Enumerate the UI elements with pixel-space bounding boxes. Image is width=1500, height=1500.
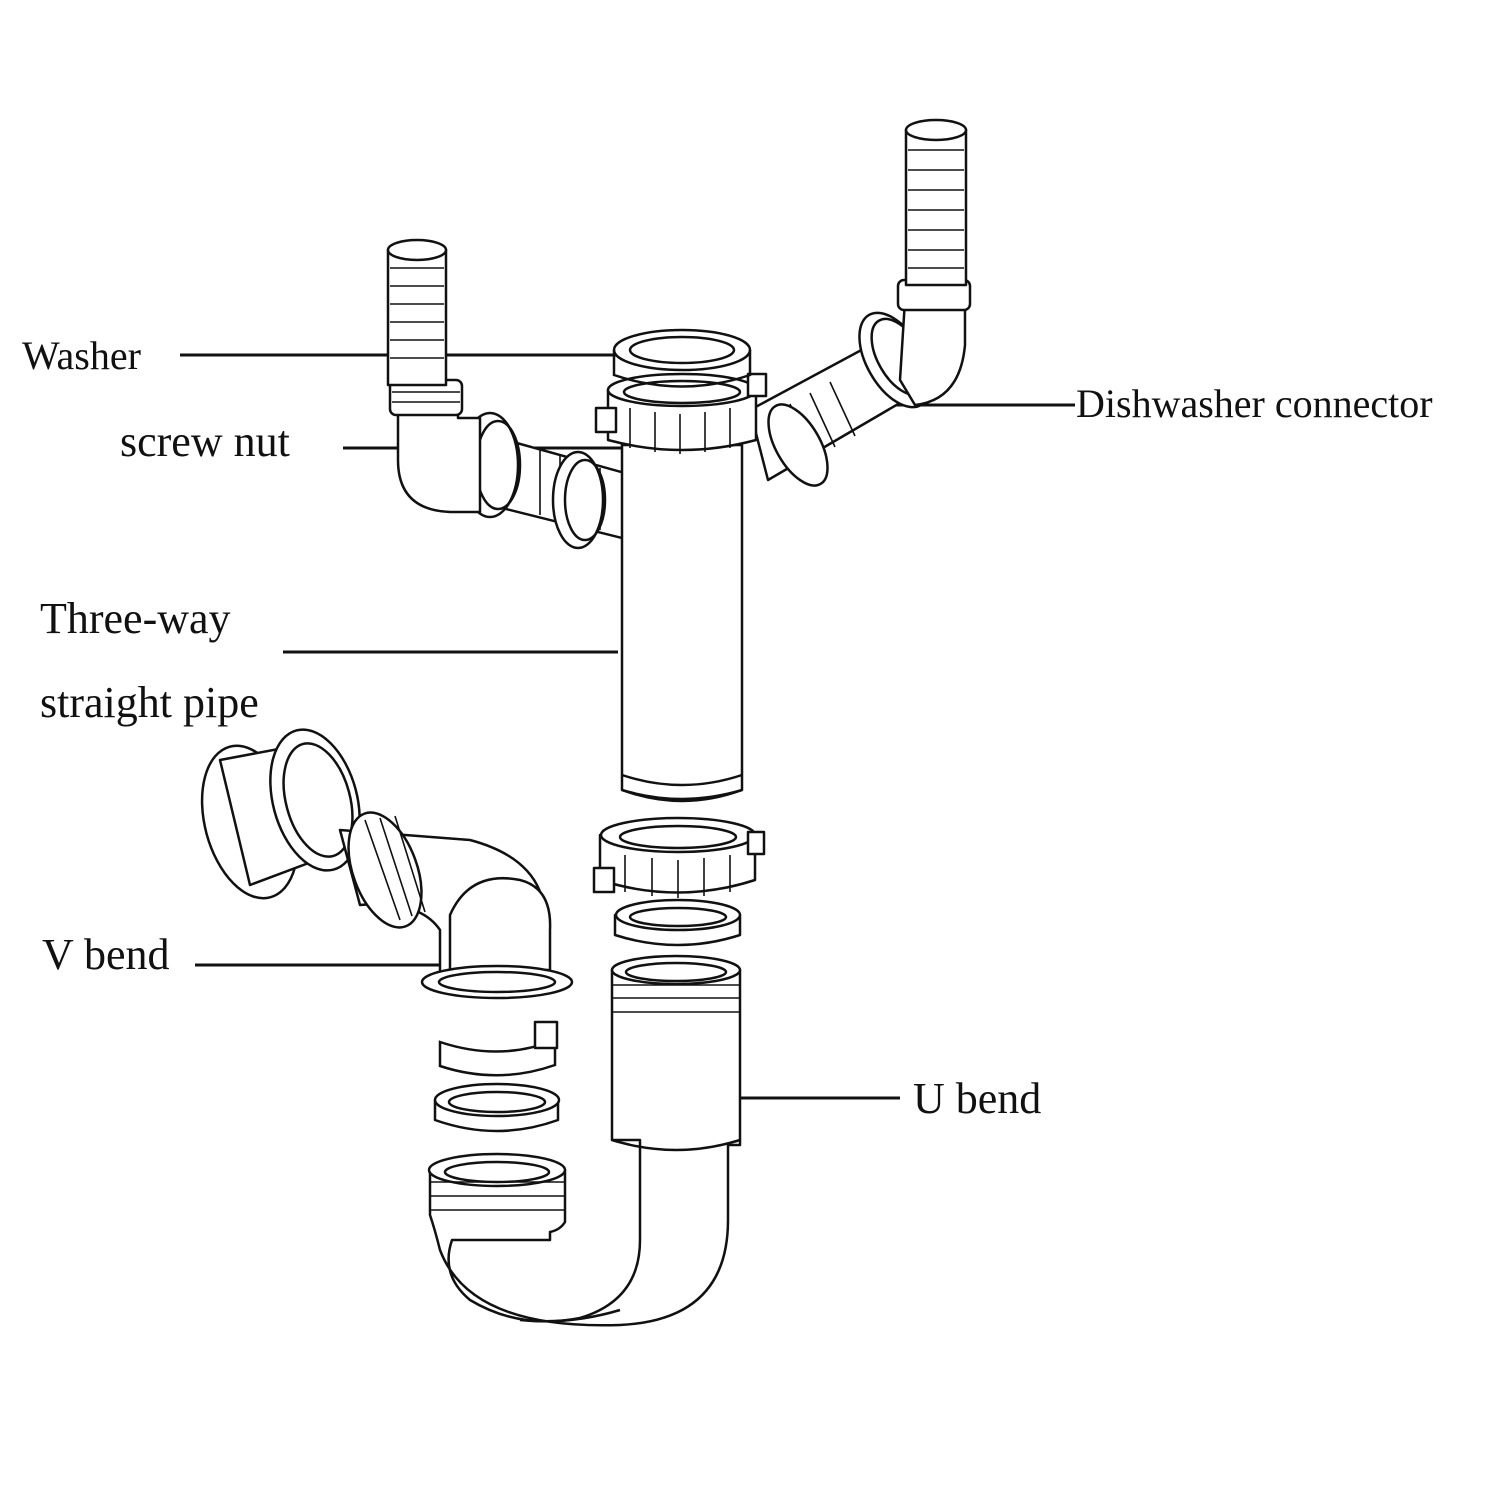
label-u-bend: U bend xyxy=(913,1074,1042,1123)
label-dishwasher-connector: Dishwasher connector xyxy=(1076,381,1433,426)
dishwasher-connector-part xyxy=(748,118,972,487)
label-washer: Washer xyxy=(22,333,141,378)
u-bend-part xyxy=(427,954,742,1327)
label-three-way-line2: straight pipe xyxy=(40,678,259,727)
three-way-straight-pipe-part xyxy=(594,328,768,803)
label-v-bend: V bend xyxy=(42,930,170,979)
v-bend-part xyxy=(200,728,574,1133)
left-hose-connector xyxy=(386,238,670,550)
label-three-way-line1: Three-way xyxy=(40,594,231,643)
label-screw-nut: screw nut xyxy=(120,417,290,466)
middle-nut-and-washer xyxy=(592,816,766,947)
